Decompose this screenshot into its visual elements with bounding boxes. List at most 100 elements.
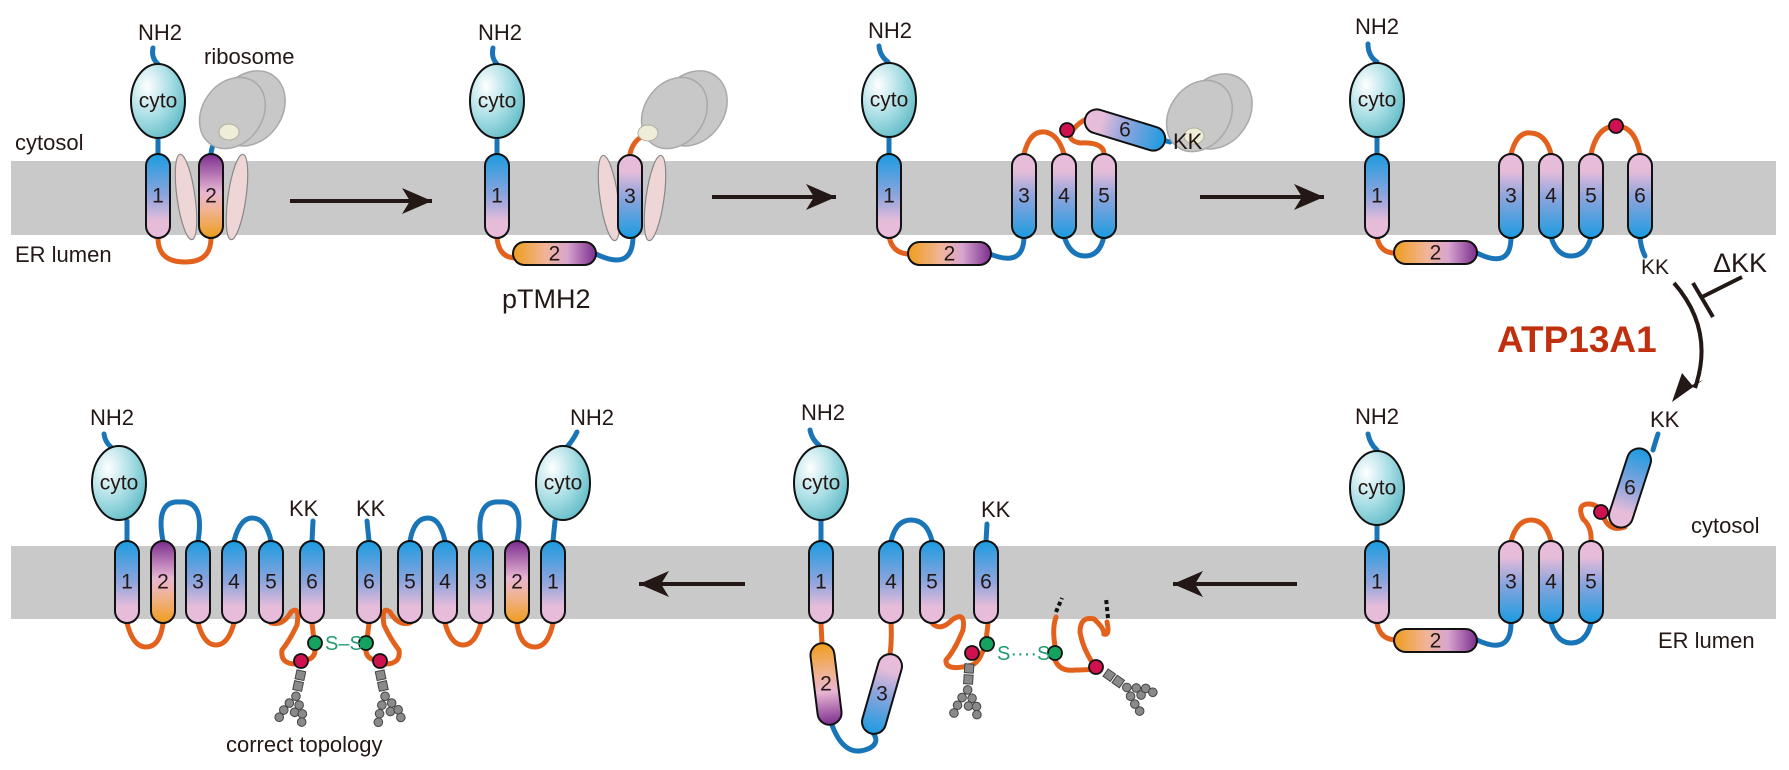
tm-helix-4 <box>1538 540 1564 624</box>
n-terminal-tail <box>807 427 823 449</box>
helix-number-2: 2 <box>820 673 832 696</box>
cysteine <box>979 636 995 652</box>
n-terminal-tail <box>1365 431 1380 453</box>
partner-chain-dashed <box>1104 597 1110 619</box>
delta-kk-label: ΔKK <box>1713 248 1767 278</box>
tm-helix-1 <box>540 540 566 624</box>
cyto-loop <box>477 499 522 544</box>
helix-number-4: 4 <box>439 571 451 594</box>
n-terminal-tail <box>1365 41 1380 65</box>
correct-topology-label: correct topology <box>226 732 383 757</box>
nh2-label: NH2 <box>90 405 134 430</box>
er-lumen-label: ER lumen <box>15 242 112 267</box>
lumen-loop <box>1474 234 1514 262</box>
tm-helix-6-emerging <box>1083 108 1167 152</box>
nh2-label: NH2 <box>868 18 912 43</box>
kk-label: KK <box>1641 256 1669 279</box>
step-arrow-5-head <box>639 571 669 597</box>
tm-helix-2 <box>1393 628 1478 653</box>
ribosome-label: ribosome <box>204 44 294 69</box>
helix-number-1: 1 <box>815 571 827 594</box>
helix-number-5: 5 <box>1098 185 1110 208</box>
glcnac <box>294 669 307 682</box>
helix-number-1: 1 <box>121 571 133 594</box>
ribosome-small-subunit <box>1165 79 1234 153</box>
kk-label: KK <box>289 496 319 521</box>
cyto-loop <box>1548 620 1594 646</box>
lumen-loop <box>1021 129 1067 157</box>
cyto-label: cyto <box>478 90 517 113</box>
cyto-loop <box>550 518 558 544</box>
ribosome-exit-tunnel <box>637 124 659 142</box>
glcnac <box>374 669 387 682</box>
tm-helix-3 <box>1011 153 1037 239</box>
tm-helix-3-flipped <box>861 653 903 735</box>
c-terminal-tail <box>364 518 372 544</box>
lumen-loop <box>195 620 237 648</box>
cyto-domain <box>535 445 591 521</box>
tm-helix-5 <box>919 540 945 624</box>
tm-helix-2-flipped <box>809 642 843 726</box>
helix-number-6: 6 <box>980 571 992 594</box>
mannose <box>1134 706 1145 716</box>
helix-number-6: 6 <box>363 571 375 594</box>
mannose <box>377 700 387 710</box>
cyto-label: cyto <box>802 472 841 495</box>
helix-number-1: 1 <box>883 185 895 208</box>
helix-number-3: 3 <box>876 683 888 706</box>
cytosol-label: cytosol <box>1691 513 1759 538</box>
helix-number-2: 2 <box>944 243 956 266</box>
helix-body <box>861 653 903 735</box>
tm-helix-2 <box>198 153 224 239</box>
mannose <box>373 717 384 728</box>
mannose <box>374 708 385 719</box>
cysteine <box>307 635 323 651</box>
cyto-loop <box>231 515 274 544</box>
lumen-loop <box>1067 113 1107 157</box>
helix-number-4: 4 <box>1058 185 1070 208</box>
cyto-domain <box>469 63 525 139</box>
tm-helix-4 <box>432 540 458 624</box>
translocon-subunit <box>225 153 249 241</box>
n-terminal-tail <box>490 45 500 67</box>
tm-helix-1 <box>484 153 510 239</box>
glcnac <box>376 680 389 692</box>
cyto-domain <box>793 445 849 521</box>
helix-number-5: 5 <box>404 571 416 594</box>
helix-number-2: 2 <box>511 571 523 594</box>
lumen-loop <box>818 620 825 647</box>
helix-number-1: 1 <box>547 571 559 594</box>
cyto-domain <box>1349 450 1405 526</box>
tm-helix-3 <box>617 154 643 239</box>
glycosylation-site <box>1608 118 1624 134</box>
mannose <box>957 692 967 703</box>
cysteine <box>358 635 374 651</box>
ribosome <box>640 70 728 150</box>
glycosylation-site <box>293 653 309 669</box>
cyto-domain <box>91 445 147 521</box>
tm-helix-2 <box>504 540 530 624</box>
lumen-loop <box>886 233 913 257</box>
mannose <box>972 709 982 720</box>
helix-body <box>809 642 843 726</box>
glycan-tree-partner <box>1102 668 1158 716</box>
tm-helix-4 <box>878 540 904 624</box>
helix-number-3: 3 <box>624 185 636 208</box>
kk-label: KK <box>1173 129 1203 154</box>
mannose <box>296 717 307 727</box>
glcnac <box>292 680 305 692</box>
lumen-loop <box>380 607 413 667</box>
ribosome <box>198 70 286 150</box>
helix-number-6: 6 <box>1119 119 1131 142</box>
mannose <box>291 691 301 702</box>
helix-number-4: 4 <box>228 571 240 594</box>
cyto-label: cyto <box>100 472 139 495</box>
helix-number-2: 2 <box>157 571 169 594</box>
lumen-loop <box>442 620 484 648</box>
helix-number-6: 6 <box>1624 477 1636 500</box>
ptmh2-label: pTMH2 <box>502 284 591 314</box>
lumen-loop <box>514 620 556 650</box>
ribosome-exit-tunnel <box>218 123 240 141</box>
lumen-loop <box>1508 517 1554 544</box>
mannose <box>1122 682 1132 693</box>
